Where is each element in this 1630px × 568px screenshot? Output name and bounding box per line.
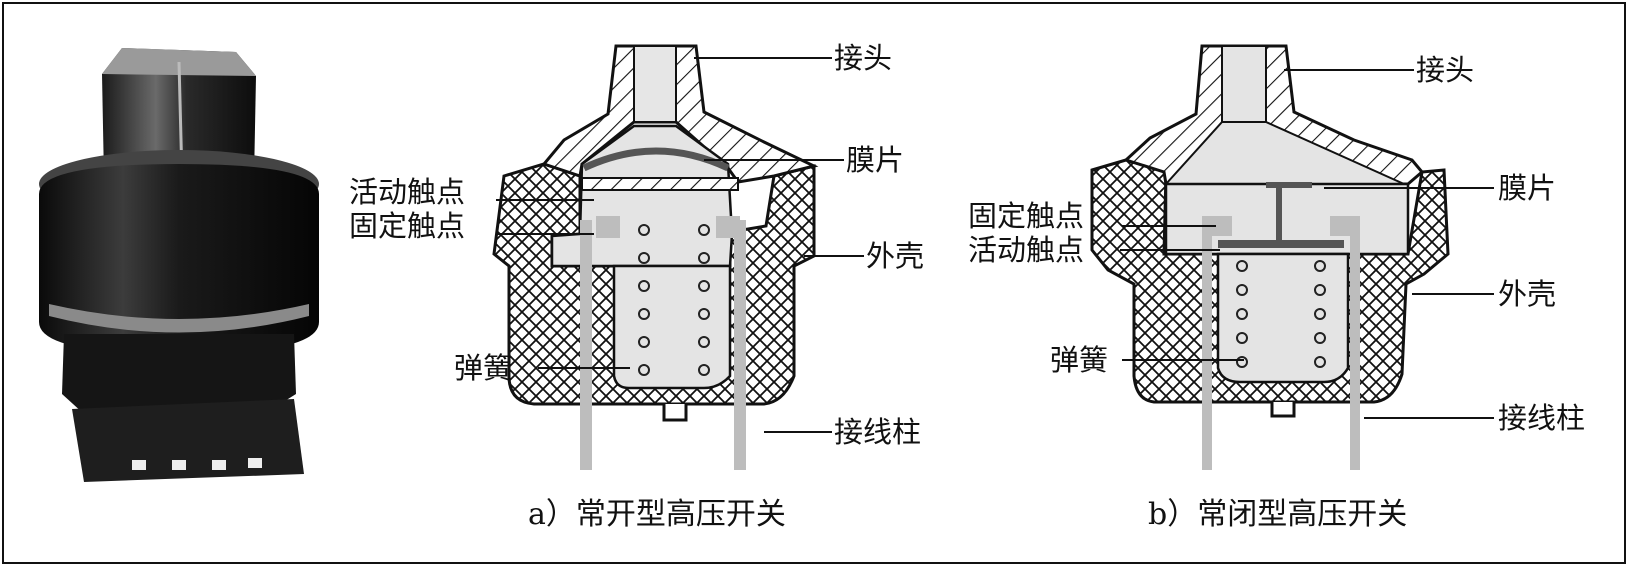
diagram-a: 接头 膜片 活动触点 固定触点 外壳 弹簧 接线柱 a）常开型高压开关 (349, 41, 924, 532)
diagram-b: 接头 膜片 固定触点 活动触点 外壳 弹簧 接线柱 b）常闭型高压开关 (968, 44, 1585, 532)
terminal-b-left (1202, 216, 1212, 470)
switch-body (39, 164, 319, 354)
fixed-contact-a-left (596, 216, 620, 238)
fixed-contact-b-right (1330, 216, 1350, 236)
caption-b: b）常闭型高压开关 (1148, 497, 1407, 532)
label-a-connector: 接头 (834, 41, 892, 75)
label-a-spring: 弹簧 (454, 351, 512, 385)
figure-canvas: 接头 膜片 活动触点 固定触点 外壳 弹簧 接线柱 a）常开型高压开关 (39, 41, 1585, 532)
terminal-a-right (734, 220, 746, 470)
label-a-moving-contact: 活动触点 (349, 175, 465, 209)
pin (172, 460, 186, 470)
label-a-terminal: 接线柱 (834, 415, 921, 449)
fixed-contact-b-left (1212, 216, 1232, 236)
plug (72, 399, 304, 482)
terminal-a-left (580, 220, 592, 470)
label-b-diaphragm: 膜片 (1498, 171, 1556, 205)
label-b-housing: 外壳 (1498, 277, 1556, 311)
spring-a (638, 224, 710, 376)
label-b-spring: 弹簧 (1050, 343, 1108, 377)
label-b-terminal: 接线柱 (1498, 401, 1585, 435)
moving-contact-b (1218, 240, 1344, 248)
spring-b (1236, 260, 1326, 368)
caption-a: a）常开型高压开关 (528, 497, 786, 532)
pin (132, 460, 146, 470)
moving-contact-a (581, 177, 739, 191)
pin (248, 458, 262, 468)
pin (212, 460, 226, 470)
diaphragm-b (1266, 182, 1312, 188)
switch-photo (39, 48, 319, 482)
label-a-fixed-contact: 固定触点 (349, 209, 465, 243)
label-a-housing: 外壳 (866, 239, 924, 273)
label-a-diaphragm: 膜片 (846, 143, 904, 177)
label-b-fixed-contact: 固定触点 (968, 199, 1084, 233)
label-b-moving-contact: 活动触点 (968, 233, 1084, 267)
connector-base (62, 334, 296, 414)
diaphragm-a (582, 147, 730, 172)
terminal-b-right (1350, 216, 1360, 470)
label-b-connector: 接头 (1416, 53, 1474, 87)
